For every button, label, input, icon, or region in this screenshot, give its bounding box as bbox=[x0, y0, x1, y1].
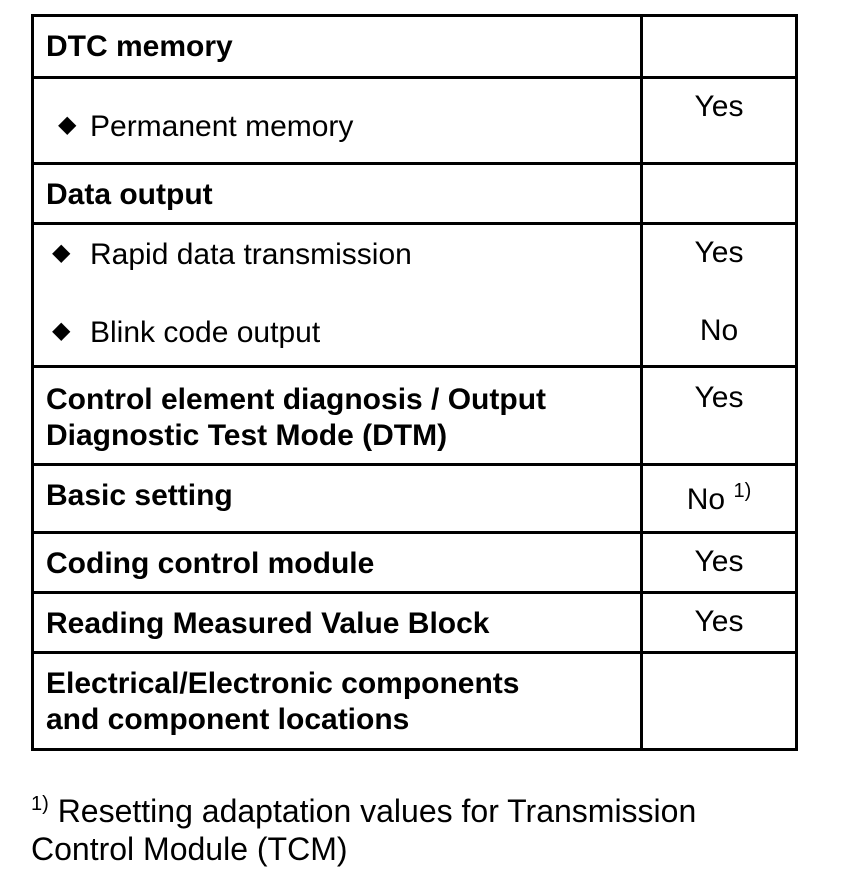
row-value-cell: No 1) bbox=[640, 463, 798, 534]
footnote-marker: 1) bbox=[733, 480, 752, 502]
row-label: Basic setting bbox=[31, 463, 643, 534]
table-row: Data output bbox=[31, 162, 798, 225]
row-label: Electrical/Electronic components bbox=[46, 667, 520, 700]
table-row: Electrical/Electronic components and com… bbox=[31, 651, 798, 751]
diagnostic-functions-table: DTC memory ◆ Permanent memory Yes Data o… bbox=[31, 14, 798, 751]
row-label-cell: ◆ Permanent memory bbox=[31, 76, 643, 165]
footnote-text: Control Module (TCM) bbox=[31, 831, 348, 867]
row-value: Yes bbox=[694, 236, 744, 269]
row-label: Diagnostic Test Mode (DTM) bbox=[46, 419, 448, 452]
row-label: Coding control module bbox=[31, 531, 643, 594]
row-value bbox=[640, 651, 798, 751]
row-value: Yes bbox=[640, 591, 798, 654]
table-row: Coding control module Yes bbox=[31, 531, 798, 594]
row-value: Yes bbox=[640, 531, 798, 594]
row-value bbox=[640, 14, 798, 79]
row-value: Yes bbox=[640, 76, 798, 165]
footnote: 1) Resetting adaptation values for Trans… bbox=[31, 792, 831, 868]
row-label: and component locations bbox=[46, 703, 410, 736]
footnote-marker: 1) bbox=[31, 793, 49, 815]
row-label-cell: Electrical/Electronic components and com… bbox=[31, 651, 643, 751]
table-row: Reading Measured Value Block Yes bbox=[31, 591, 798, 654]
table-row: Basic setting No 1) bbox=[31, 463, 798, 534]
row-label: Reading Measured Value Block bbox=[31, 591, 643, 654]
row-value-cell: Yes No bbox=[640, 222, 798, 368]
diamond-icon: ◆ bbox=[58, 111, 77, 138]
row-label: DTC memory bbox=[31, 14, 643, 79]
row-label: Rapid data transmission bbox=[90, 238, 412, 271]
table-row: Control element diagnosis / Output Diagn… bbox=[31, 365, 798, 466]
row-value: Yes bbox=[640, 365, 798, 466]
row-label: Permanent memory bbox=[90, 110, 354, 143]
footnote-text: Resetting adaptation values for Transmis… bbox=[57, 793, 697, 829]
table-row: ◆ Permanent memory Yes bbox=[31, 76, 798, 165]
row-label: Data output bbox=[31, 162, 643, 225]
row-label: Blink code output bbox=[90, 316, 321, 349]
row-value: No bbox=[686, 483, 726, 516]
row-label-cell: Control element diagnosis / Output Diagn… bbox=[31, 365, 643, 466]
row-label: Control element diagnosis / Output bbox=[46, 383, 547, 416]
row-label-cell: ◆ Rapid data transmission ◆ Blink code o… bbox=[31, 222, 643, 368]
diamond-icon: ◆ bbox=[52, 239, 71, 266]
row-value bbox=[640, 162, 798, 225]
diamond-icon: ◆ bbox=[52, 317, 71, 344]
row-value: No bbox=[699, 314, 739, 347]
table-row: ◆ Rapid data transmission ◆ Blink code o… bbox=[31, 222, 798, 368]
table-row: DTC memory bbox=[31, 14, 798, 79]
